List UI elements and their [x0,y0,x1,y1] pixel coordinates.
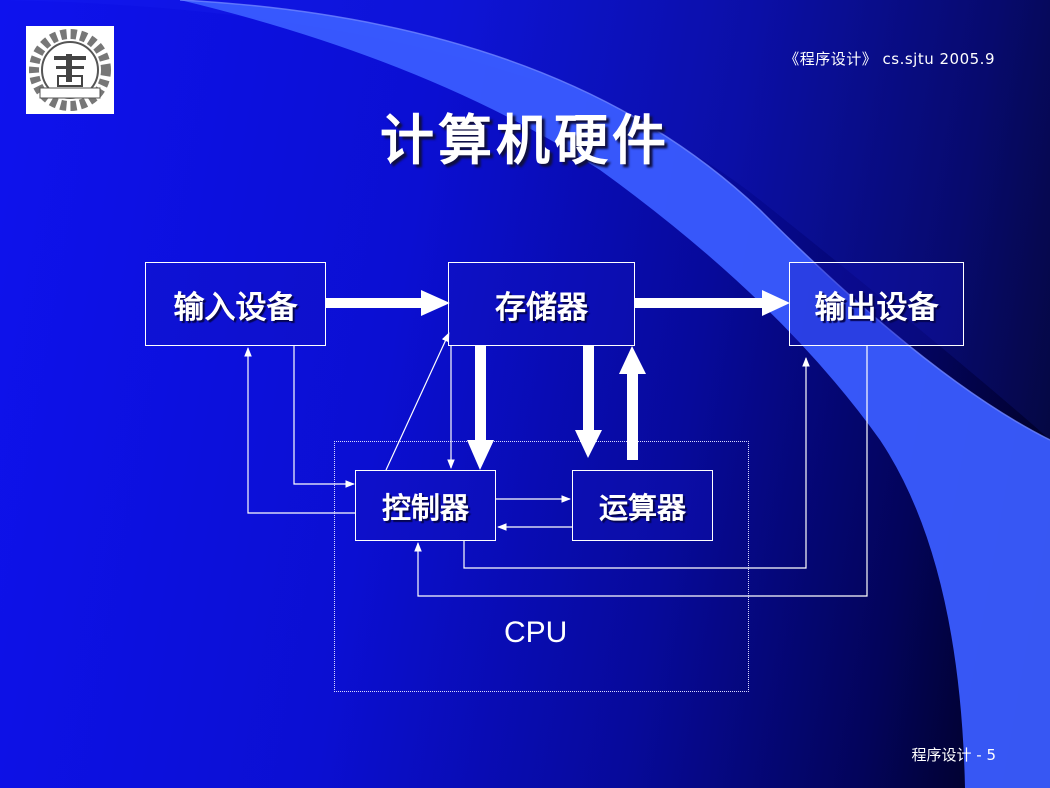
university-gear-emblem-icon [29,29,111,111]
line-input-to-controller [293,346,355,488]
line-output-to-controller [414,346,868,597]
output-device-box: 输出设备 [789,262,964,346]
alu-box: 运算器 [572,470,713,541]
thick-arrow-alu-to-memory [619,346,646,460]
thick-arrow-memory-to-controller [467,346,494,470]
cpu-region [334,441,749,692]
thick-arrow-memory-to-output [635,290,790,316]
course-note: 《程序设计》 cs.sjtu 2005.9 [784,50,995,68]
line-controller-to-memory [385,332,450,471]
thick-arrow-memory-to-alu [575,346,602,458]
memory-box: 存储器 [448,262,635,346]
line-controller-to-output [463,357,810,569]
university-logo [26,26,114,114]
input-device-box: 输入设备 [145,262,326,346]
page-number: 程序设计 - 5 [911,746,997,764]
slide-title: 计算机硬件 [380,109,670,172]
line-controller-to-input [244,347,356,514]
cpu-label: CPU [504,616,568,649]
controller-box: 控制器 [355,470,496,541]
thick-arrow-input-to-memory [326,290,450,316]
